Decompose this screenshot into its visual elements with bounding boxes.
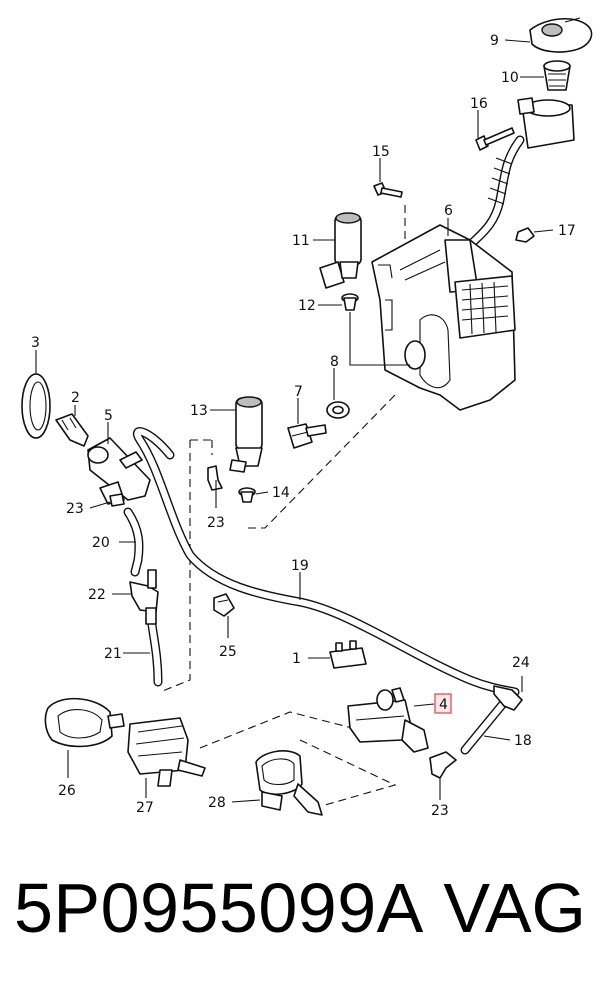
part-7-sensor (287, 423, 327, 449)
callout-11: 11 (292, 233, 310, 249)
brand-caption: VAG (443, 869, 586, 947)
callout-3: 3 (31, 335, 40, 351)
callout-8: 8 (330, 354, 339, 370)
callout-24: 24 (512, 655, 530, 671)
callout-23-left: 23 (66, 501, 84, 517)
hose-19 (132, 427, 520, 697)
part-6-reservoir (371, 224, 516, 411)
callout-23-middle: 23 (207, 515, 225, 531)
part-number-caption: 5P0955099A (14, 869, 424, 947)
callout-10: 10 (501, 70, 519, 86)
part-2-nozzle (55, 413, 89, 447)
part-3-nozzle-cap (21, 373, 51, 439)
callout-7: 7 (294, 384, 303, 400)
part-12-grommet (341, 293, 359, 311)
part-17-nut (515, 227, 535, 243)
callout-16: 16 (470, 96, 488, 112)
part-23-connector-a (207, 465, 223, 491)
callout-6: 6 (444, 203, 453, 219)
callout-2: 2 (71, 390, 80, 406)
part-15-bolt (373, 182, 403, 198)
callout-14: 14 (272, 485, 290, 501)
callout-20: 20 (92, 535, 110, 551)
filler-neck (517, 97, 575, 149)
callout-19: 19 (291, 558, 309, 574)
part-22-valve (129, 569, 159, 625)
callout-25: 25 (219, 644, 237, 660)
callout-1: 1 (292, 651, 301, 667)
part-9-cap (529, 17, 593, 53)
callout-23-bottom: 23 (431, 803, 449, 819)
part-16-bolt (475, 127, 515, 151)
callout-13: 13 (190, 403, 208, 419)
part-11-pump (319, 212, 362, 289)
callout-22: 22 (88, 587, 106, 603)
part-23-elbow (429, 751, 457, 779)
callout-26: 26 (58, 783, 76, 799)
part-24-elbow (493, 685, 523, 711)
callout-18: 18 (514, 733, 532, 749)
hose-18 (460, 700, 507, 755)
callout-labels: 9 10 16 15 6 17 11 12 8 7 13 3 2 5 23 23… (31, 33, 576, 819)
filler-neck-hose (465, 135, 525, 250)
part-25-clip (213, 593, 235, 617)
part-13-pump (229, 396, 263, 473)
callout-27: 27 (136, 800, 154, 816)
callout-28: 28 (208, 795, 226, 811)
part-8-seal (326, 401, 350, 419)
part-1-connector (329, 640, 367, 669)
callout-9: 9 (490, 33, 499, 49)
part-10-strainer (543, 60, 571, 91)
callout-17: 17 (558, 223, 576, 239)
part-27-bracket (127, 717, 206, 787)
callout-21: 21 (104, 646, 122, 662)
callout-4: 4 (439, 697, 448, 713)
callout-4-highlight-box (434, 693, 452, 714)
part-4-pump (347, 687, 429, 753)
callout-15: 15 (372, 144, 390, 160)
callout-5: 5 (104, 408, 113, 424)
part-23-connector-b (109, 493, 125, 507)
hose-21 (147, 620, 163, 687)
part-26-bezel (44, 697, 125, 748)
part-28-bezel (255, 750, 323, 816)
callout-12: 12 (298, 298, 316, 314)
leader-lines (35, 39, 554, 803)
parts-diagram: 9 10 16 15 6 17 11 12 8 7 13 3 2 5 23 23… (21, 17, 593, 819)
hose-20 (123, 507, 144, 577)
part-14-grommet (238, 487, 256, 503)
